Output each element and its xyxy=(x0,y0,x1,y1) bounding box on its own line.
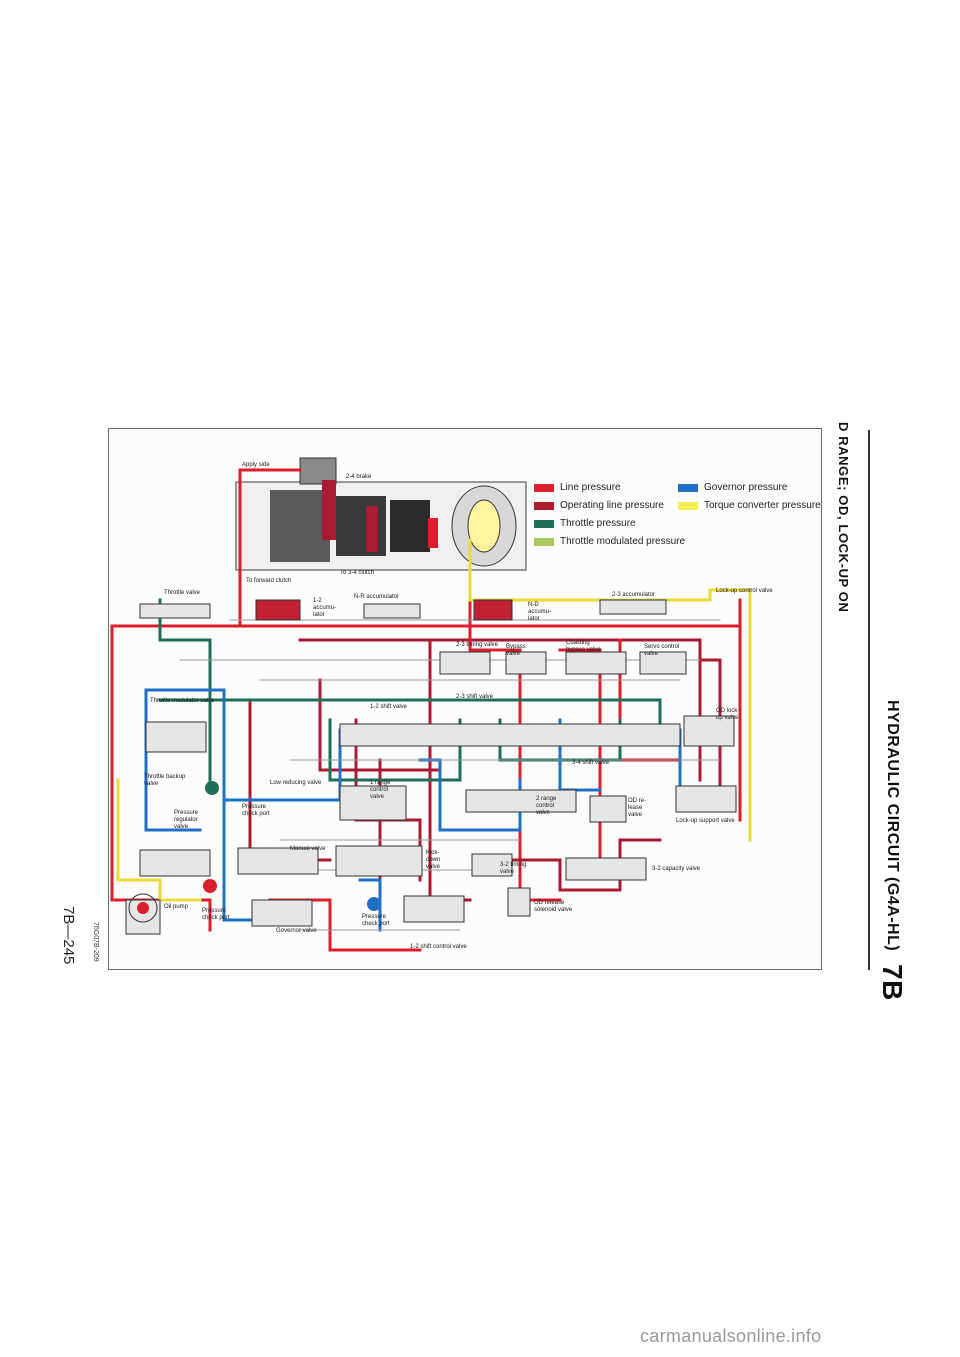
legend-label: Operating line pressure xyxy=(560,500,664,511)
legend-label: Governor pressure xyxy=(704,482,788,493)
label-pressure-check-port: Pressure check port xyxy=(242,804,270,817)
label-24-brake: 2-4 brake xyxy=(346,474,372,480)
label-lockup-control: Lock-up control valve xyxy=(716,588,773,594)
legend-label: Throttle pressure xyxy=(560,518,636,529)
legend-line-pressure: Line pressure xyxy=(534,482,621,493)
label-coasting-bypass: Coasting bypass valve xyxy=(566,640,601,653)
valve-bodies xyxy=(125,599,737,935)
pressure-check-ports xyxy=(128,781,381,923)
legend-converter-pressure: Torque converter pressure xyxy=(678,500,821,511)
label-32-capacity: 3-2 capacity valve xyxy=(652,866,701,872)
page-title: HYDRAULIC CIRCUIT (G4A-HL) 7B xyxy=(876,700,908,1001)
watermark: carmanualsonline.info xyxy=(640,1326,822,1346)
label-low-reducing: Low reducing valve xyxy=(270,780,322,786)
page-number: 7B—245 xyxy=(60,906,77,965)
label-nd-accumulator: N-D accumu-lator xyxy=(528,602,552,622)
section-title: D RANGE; OD, LOCK-UP ON xyxy=(836,422,851,613)
legend-label: Line pressure xyxy=(560,482,621,493)
label-12-accumulator: 1-2 accumu-lator xyxy=(313,598,337,618)
legend-swatch xyxy=(678,483,698,492)
figure-code: 76G07B-209 xyxy=(92,922,99,962)
legend-throttle-pressure: Throttle pressure xyxy=(534,518,636,529)
label-throttle-valve: Throttle valve xyxy=(164,590,201,596)
label-pressure-regulator: Pressure regulator valve xyxy=(174,810,199,830)
legend-swatch xyxy=(678,501,698,510)
label-to-34-clutch: To 3-4 clutch xyxy=(340,570,375,576)
header-rule xyxy=(868,430,870,970)
label-bypass: Bypass valve xyxy=(506,644,526,657)
label-nr-accumulator: N-R accumulator xyxy=(354,594,400,600)
label-pressure-check-port-3: Pressure check port xyxy=(362,914,390,927)
label-throttle-backup: Throttle backup valve xyxy=(144,774,186,787)
transmission-section xyxy=(235,457,527,571)
label-12-shift: 1-2 shift valve xyxy=(370,704,408,710)
label-12-shift-control: 1-2 shift control valve xyxy=(410,944,467,950)
legend-throttle-modulated: Throttle modulated pressure xyxy=(534,536,685,547)
label-pressure-check-port-2: Pressure check port xyxy=(202,908,230,921)
label-to-forward-clutch: To forward clutch xyxy=(246,578,292,584)
label-2-range-control: 2 range control valve xyxy=(536,796,557,816)
legend-label: Torque converter pressure xyxy=(704,500,821,511)
legend-swatch xyxy=(534,537,554,546)
legend-swatch xyxy=(534,501,554,510)
label-servo-control: Servo control valve xyxy=(644,644,680,657)
label-od-release-solenoid: OD release solenoid valve xyxy=(534,900,573,913)
label-od-release: OD re-lease valve xyxy=(628,798,646,818)
chapter-mark: 7B xyxy=(877,964,908,1001)
label-manual-valve: Manual valve xyxy=(290,846,326,852)
legend-operating-pressure: Operating line pressure xyxy=(534,500,664,511)
label-od-lockup: OD lock-up valve xyxy=(716,708,740,721)
label-1-range-control: 1 range control valve xyxy=(370,780,391,800)
label-23-timing: 2-3 timing valve xyxy=(456,642,499,648)
label-23-accumulator: 2-3 accumulator xyxy=(612,592,656,598)
legend-governor-pressure: Governor pressure xyxy=(678,482,787,493)
legend-swatch xyxy=(534,483,554,492)
label-23-shift: 2-3 shift valve xyxy=(456,694,494,700)
label-34-shift: 3-4 shift valve xyxy=(572,760,610,766)
label-kickdown: Kick-down valve xyxy=(426,850,441,870)
label-oil-pump: Oil pump xyxy=(164,904,189,910)
label-throttle-modulator: Throttle modulator valve xyxy=(150,698,215,704)
label-32-timing: 3-2 timing valve xyxy=(500,862,527,875)
legend-label: Throttle modulated pressure xyxy=(560,536,686,547)
main-title-text: HYDRAULIC CIRCUIT (G4A-HL) xyxy=(884,700,901,952)
label-governor-valve: Governor valve xyxy=(276,928,317,934)
legend-swatch xyxy=(534,519,554,528)
label-lockup-support: Lock-up support valve xyxy=(676,818,735,824)
label-apply-side: Apply side xyxy=(242,462,270,468)
